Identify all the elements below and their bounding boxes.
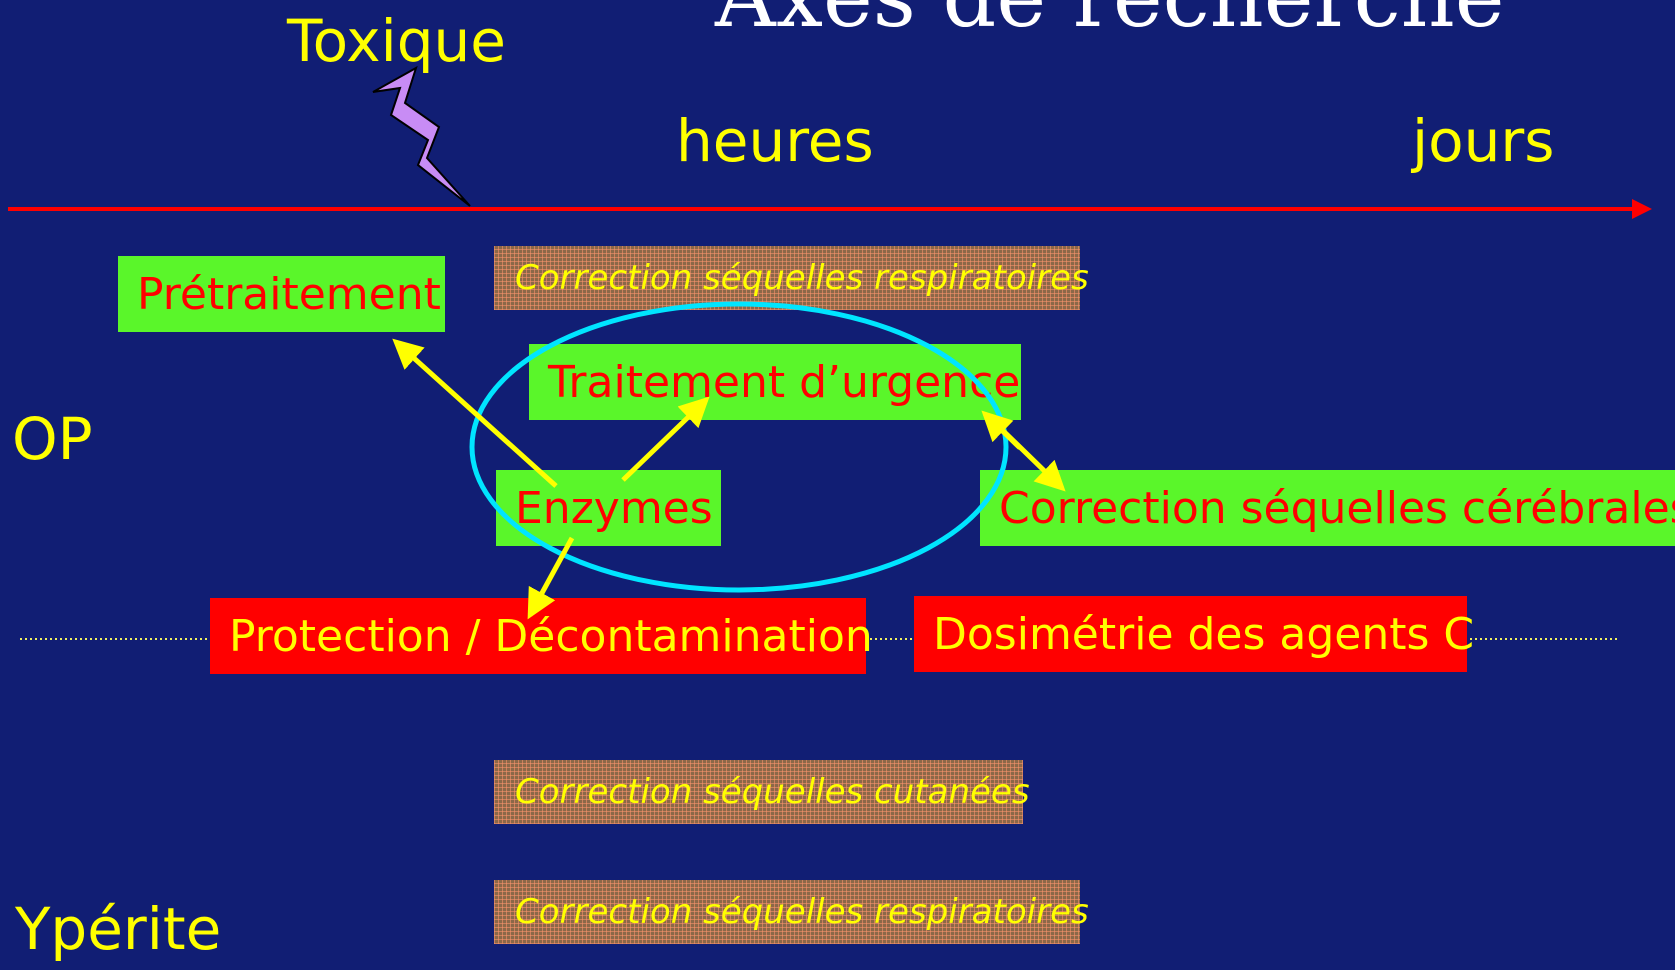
arrow-enzymes-to-traitement xyxy=(621,396,710,482)
slide-title: Axes de recherche xyxy=(715,0,1504,39)
correction-respiratoires-box-bottom: Correction séquelles respiratoires xyxy=(494,880,1089,944)
enzymes-label: Enzymes xyxy=(515,482,713,534)
lightning-bolt-icon xyxy=(372,65,471,207)
correction-respiratoires-top-label: Correction séquelles respiratoires xyxy=(515,258,1089,298)
cyan-ellipse xyxy=(469,301,1009,593)
heures-label: heures xyxy=(676,107,874,175)
correction-cerebrales-label: Correction séquelles cérébrales xyxy=(999,482,1675,534)
op-label: OP xyxy=(12,405,93,473)
arrow-cerebrales-to-traitement xyxy=(981,410,1022,450)
dosimetrie-box: Dosimétrie des agents C xyxy=(914,596,1474,672)
jours-label: jours xyxy=(1412,107,1555,175)
pretraitement-label: Prétraitement xyxy=(137,268,441,320)
pretraitement-box: Prétraitement xyxy=(118,256,445,332)
toxique-label: Toxique xyxy=(287,7,506,75)
yperite-label: Ypérite xyxy=(15,895,222,963)
arrow-enzymes-to-protection xyxy=(527,536,575,620)
arrow-enzymes-to-pretraitement xyxy=(392,338,558,488)
enzymes-box: Enzymes xyxy=(496,470,721,546)
correction-cutanees-box: Correction séquelles cutanées xyxy=(494,760,1030,824)
traitement-urgence-label: Traitement d’urgence xyxy=(548,356,1021,408)
correction-respiratoires-box-top: Correction séquelles respiratoires xyxy=(494,246,1089,310)
correction-cerebrales-box: Correction séquelles cérébrales xyxy=(980,470,1675,546)
traitement-urgence-box: Traitement d’urgence xyxy=(529,344,1021,420)
correction-cutanees-label: Correction séquelles cutanées xyxy=(515,772,1030,812)
correction-respiratoires-bottom-label: Correction séquelles respiratoires xyxy=(515,892,1089,932)
dosimetrie-label: Dosimétrie des agents C xyxy=(933,608,1475,660)
